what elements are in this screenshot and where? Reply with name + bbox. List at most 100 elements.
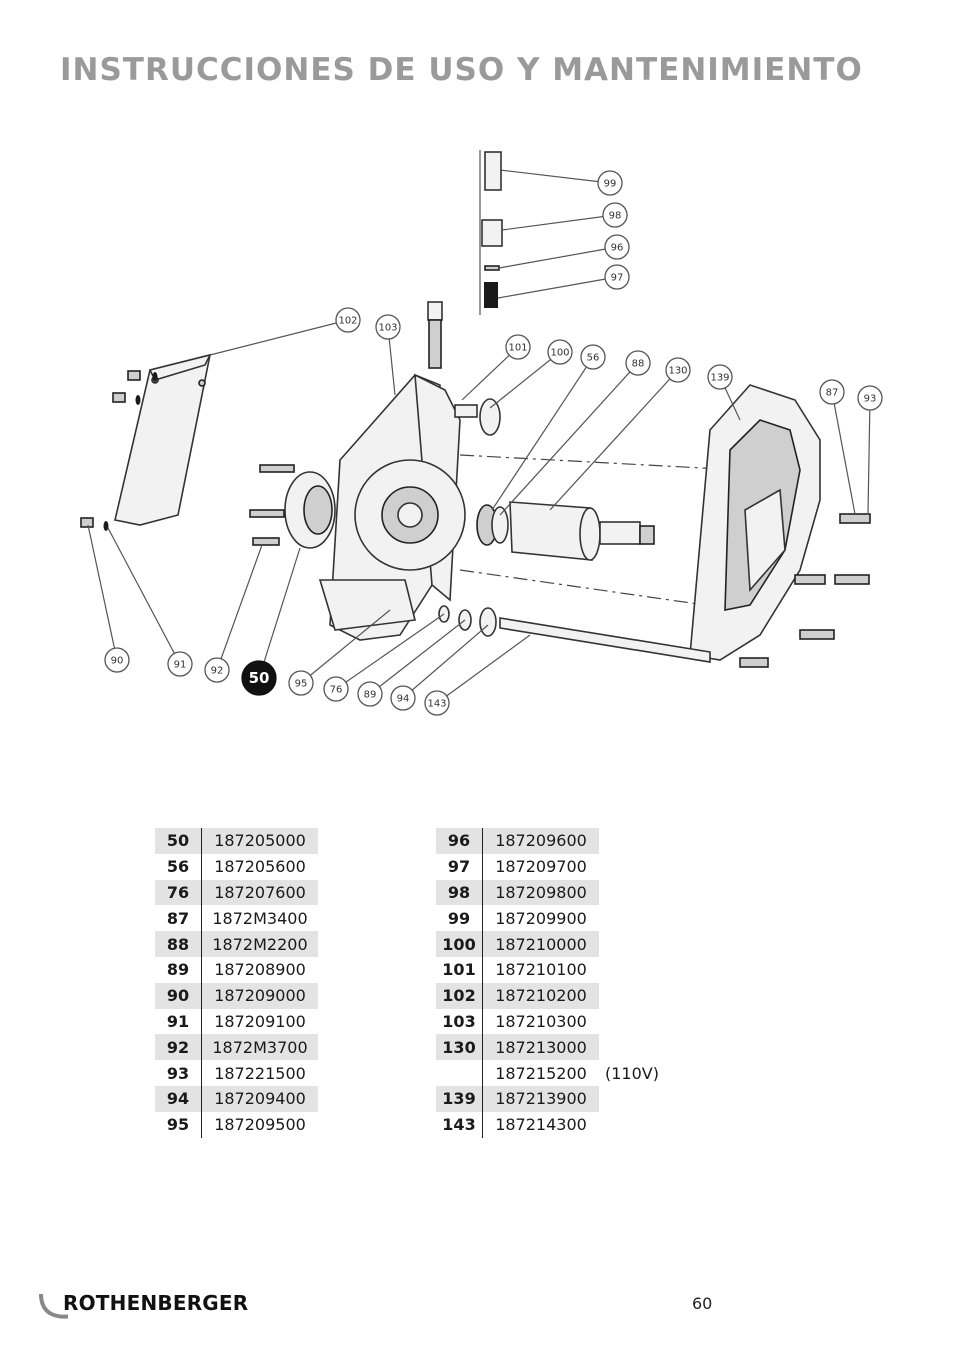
callout-leader [489, 351, 561, 409]
callout-102: 102 [335, 307, 361, 333]
part-note: (110V) [605, 1063, 659, 1083]
callout-label: 94 [397, 694, 410, 705]
callout-label: 56 [587, 353, 600, 364]
callout-leader [87, 524, 118, 661]
top-shaft-parts [427, 150, 503, 369]
callout-leader [491, 356, 594, 511]
callout-label: 100 [550, 348, 569, 359]
callout-label: 88 [632, 359, 645, 370]
order-code: 187213900 [482, 1085, 599, 1112]
part-number: 93 [155, 1060, 202, 1086]
part-number: 89 [155, 956, 202, 983]
callout-leader [549, 369, 679, 511]
callout-leader [499, 169, 611, 184]
callout-100: 100 [547, 339, 573, 365]
callout-leader [107, 527, 181, 665]
order-code: 187210200 [482, 982, 599, 1009]
callout-92: 92 [204, 657, 230, 683]
part-number: 56 [155, 853, 202, 880]
order-code: 187207600 [201, 879, 318, 906]
part-note [599, 957, 659, 983]
part-note [599, 880, 659, 906]
part-number: 90 [155, 982, 202, 1009]
part-number: 101 [436, 956, 483, 983]
callout-label: 76 [330, 685, 343, 696]
order-code: 187210300 [495, 1011, 587, 1031]
parts-row: 187215200 (110V) [436, 1060, 659, 1086]
callout-88: 88 [625, 350, 651, 376]
order-code: 187210100 [495, 960, 587, 980]
logo-swoosh-icon [39, 1293, 68, 1319]
order-code: 187221500 [214, 1063, 306, 1083]
part-number: 139 [436, 1085, 483, 1112]
callout-leader [209, 319, 349, 356]
callout-76: 76 [323, 676, 349, 702]
part-number: 143 [436, 1111, 483, 1138]
order-code: 187209700 [495, 857, 587, 877]
order-code: 1872M2200 [201, 931, 318, 957]
part-number: 94 [155, 1085, 202, 1112]
callout-label: 93 [864, 394, 877, 405]
callout-130: 130 [665, 357, 691, 383]
order-code: 187208900 [214, 960, 306, 980]
callout-89: 89 [357, 681, 383, 707]
part-number: 88 [155, 931, 202, 957]
callout-label: 130 [668, 366, 687, 377]
order-code: 187214300 [495, 1115, 587, 1135]
plate-screws [80, 370, 158, 531]
callout-label: 50 [249, 669, 270, 687]
bushing [454, 398, 501, 436]
parts-row: 101 187210100 [436, 956, 659, 983]
order-code: 187209000 [201, 982, 318, 1009]
callout-label: 87 [826, 388, 839, 399]
callout-leader [499, 362, 639, 516]
callout-label: 101 [508, 343, 527, 354]
part-number: 130 [436, 1034, 483, 1061]
callout-96: 96 [604, 234, 630, 260]
callout-leader [461, 346, 519, 401]
part-note [599, 931, 659, 957]
callout-label: 98 [609, 211, 622, 222]
callout-label: 139 [710, 373, 729, 384]
part-number: 98 [436, 879, 483, 906]
callout-label: 103 [378, 323, 397, 334]
part-note [599, 1086, 659, 1112]
part-note [599, 905, 659, 931]
part-number: 95 [155, 1111, 202, 1138]
parts-row: 89 187208900 [155, 956, 318, 983]
callout-leader [497, 276, 618, 299]
order-code: 187215200 [495, 1063, 587, 1083]
order-code: 1872M3700 [201, 1034, 318, 1061]
page-number: 60 [692, 1294, 713, 1313]
callout-leader [402, 624, 489, 699]
callout-label: 95 [295, 679, 308, 690]
part-note [599, 1009, 659, 1035]
callout-label: 143 [427, 699, 446, 710]
callout-50: 50 [241, 660, 277, 696]
brand-name: ROTHENBERGER [63, 1291, 249, 1315]
callout-label: 102 [338, 316, 357, 327]
callout-leader [369, 619, 466, 695]
callout-label: 96 [611, 243, 624, 254]
callout-leader [335, 613, 445, 690]
part-note [599, 1034, 659, 1060]
bearing-cap [249, 464, 336, 549]
order-code: 187209800 [482, 879, 599, 906]
callout-103: 103 [375, 314, 401, 340]
part-note [599, 854, 659, 880]
part-note [599, 1112, 659, 1138]
callout-56: 56 [580, 344, 606, 370]
